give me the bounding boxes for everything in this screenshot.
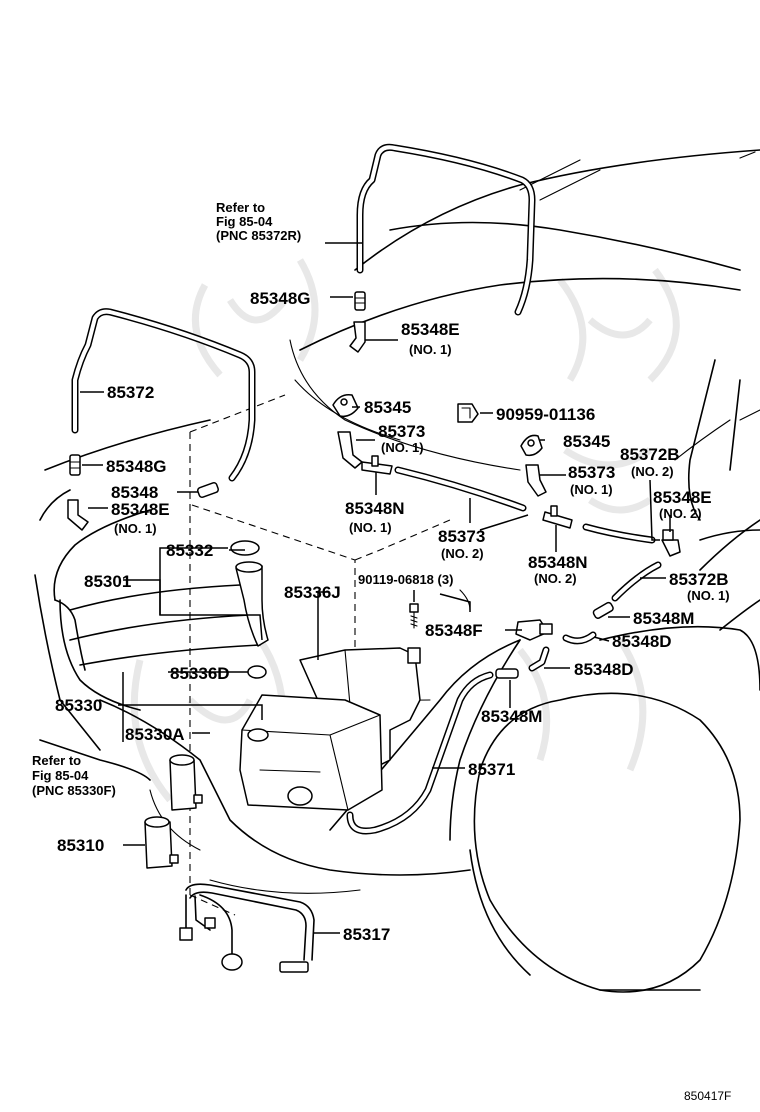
hose-85372 — [71, 308, 256, 482]
label-85336D: 85336D — [170, 664, 230, 683]
label-85373-no2: 85373 — [438, 527, 485, 546]
nozzle-85345-b — [520, 434, 543, 457]
label-85372B-no2: 85372B — [620, 445, 680, 464]
label-85330: 85330 — [55, 696, 102, 715]
label-90119-06818: 90119-06818 (3) — [358, 572, 453, 587]
ref-line-3: (PNC 85330F) — [32, 783, 116, 798]
label-85345-b: 85345 — [563, 432, 610, 451]
label-85348G: 85348G — [250, 289, 311, 308]
label-85373-b-sub: (NO. 1) — [570, 482, 613, 497]
label-85348E-left-sub: (NO. 1) — [114, 521, 157, 536]
valve-85348F — [515, 619, 553, 641]
label-85348N-no2: 85348N — [528, 553, 588, 572]
elbow-85348E-right — [661, 529, 681, 557]
ref-line-1: Refer to — [216, 200, 265, 215]
inlet-85301 — [235, 561, 269, 647]
bolt-90119 — [409, 603, 419, 629]
clip-90959-01136 — [457, 403, 479, 423]
tee-85348N-no1 — [361, 455, 393, 475]
elbow-85348E-top — [349, 321, 366, 353]
label-85348N-no2-sub: (NO. 2) — [534, 571, 577, 586]
label-85301: 85301 — [84, 572, 131, 591]
ref-note-85372R: Refer to Fig 85-04 (PNC 85372R) — [216, 200, 301, 243]
label-85373-no2-sub: (NO. 2) — [441, 546, 484, 561]
ref-line-2: Fig 85-04 — [216, 214, 273, 229]
label-85336J: 85336J — [284, 583, 341, 602]
pump-85330A — [169, 754, 203, 811]
hose-85371 — [346, 671, 494, 835]
pump-85310 — [144, 816, 179, 869]
label-90959-01136: 90959-01136 — [496, 405, 595, 424]
label-85373-a-sub: (NO. 1) — [381, 440, 424, 455]
ref-line-3: (PNC 85372R) — [216, 228, 301, 243]
label-85330A: 85330A — [125, 725, 185, 744]
tee-85348N-no2 — [542, 505, 573, 529]
label-85372B-no1: 85372B — [669, 570, 729, 589]
label-85348F: 85348F — [425, 621, 483, 640]
figure-code: 850417F — [684, 1089, 731, 1103]
connector-85348M-bottom — [495, 668, 519, 679]
connector-85348G-top — [354, 291, 366, 311]
hose-85372B-no1 — [611, 561, 662, 602]
cap-85332 — [230, 540, 260, 556]
ref-note-85330F: Refer to Fig 85-04 (PNC 85330F) — [32, 753, 116, 798]
label-85373-b: 85373 — [568, 463, 615, 482]
leader-lines — [80, 242, 671, 934]
label-85372B-no1-sub: (NO. 1) — [687, 588, 730, 603]
hose-85373-no2 — [394, 466, 527, 512]
hose-85348D — [528, 631, 597, 672]
label-85348N-no1: 85348N — [345, 499, 405, 518]
connector-85348M-right — [592, 601, 614, 619]
hose-85372R — [356, 143, 536, 316]
label-85348M-bottom: 85348M — [481, 707, 542, 726]
label-85371: 85371 — [468, 760, 515, 779]
wiring-harness-85317 — [179, 883, 315, 973]
connector-85348 — [196, 481, 220, 499]
label-85317: 85317 — [343, 925, 390, 944]
hose-85372B-no2 — [582, 523, 656, 544]
grommet-85336D — [247, 665, 267, 679]
label-85373-a: 85373 — [378, 422, 425, 441]
label-85348D-a: 85348D — [612, 632, 672, 651]
label-85372B-no2-sub: (NO. 2) — [631, 464, 674, 479]
label-85348G-left: 85348G — [106, 457, 167, 476]
elbow-85373-no1-b — [525, 464, 547, 497]
ref-line-2: Fig 85-04 — [32, 768, 89, 783]
tank-85330 — [239, 694, 383, 811]
label-85348N-no1-sub: (NO. 1) — [349, 520, 392, 535]
label-85345-a: 85345 — [364, 398, 411, 417]
label-85348D-b: 85348D — [574, 660, 634, 679]
part-labels: 85348G 85348E (NO. 1) 85372 85345 90959-… — [55, 289, 730, 944]
elbow-85348E-left — [67, 499, 89, 531]
connector-85348G-left — [69, 454, 81, 476]
label-85332: 85332 — [166, 541, 213, 560]
label-85348M-right: 85348M — [633, 609, 694, 628]
label-85348E-right: 85348E — [653, 488, 712, 507]
label-85310: 85310 — [57, 836, 104, 855]
assembly-boundary — [189, 394, 451, 916]
nozzle-85345-a — [332, 393, 359, 418]
label-85372: 85372 — [107, 383, 154, 402]
label-85348E-left: 85348E — [111, 500, 170, 519]
label-85348E-right-sub: (NO. 2) — [659, 506, 702, 521]
elbow-85373-no1-a — [337, 431, 363, 469]
label-85348E-top-sub: (NO. 1) — [409, 342, 452, 357]
label-85348: 85348 — [111, 483, 158, 502]
ref-line-1: Refer to — [32, 753, 81, 768]
label-85348E-top: 85348E — [401, 320, 460, 339]
